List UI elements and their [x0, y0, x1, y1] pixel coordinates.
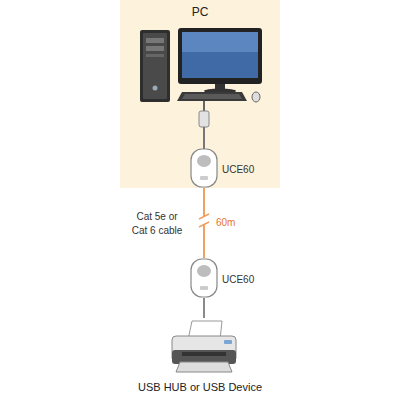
pc-monitor: [178, 28, 262, 94]
usb-cable: [203, 298, 205, 318]
cable-break-mark: [199, 214, 209, 227]
device-label: UCE60: [222, 164, 254, 176]
device-label: UCE60: [222, 274, 254, 286]
cable-length: 60m: [215, 216, 236, 230]
device-caption: USB HUB or USB Device: [138, 381, 262, 394]
extender-unit: [191, 149, 217, 187]
cable-type-note: Cat 5e or Cat 6 cable: [128, 210, 186, 237]
pc-keyboard: [177, 92, 260, 102]
extender-unit: [191, 259, 217, 297]
panel-heading: PC: [192, 5, 209, 19]
pc-tower: [140, 30, 170, 102]
usb-cable: [199, 101, 209, 149]
printer-illustration: [172, 321, 236, 372]
